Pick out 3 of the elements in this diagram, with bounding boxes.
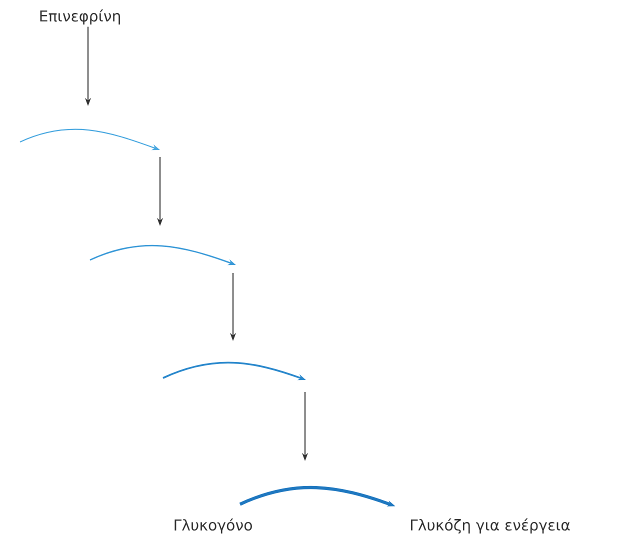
node-label: Γλυκόζη για ενέργεια: [410, 518, 570, 534]
node-label: Γλυκογόνο: [174, 518, 252, 534]
node-label: Επινεφρίνη: [40, 9, 120, 25]
